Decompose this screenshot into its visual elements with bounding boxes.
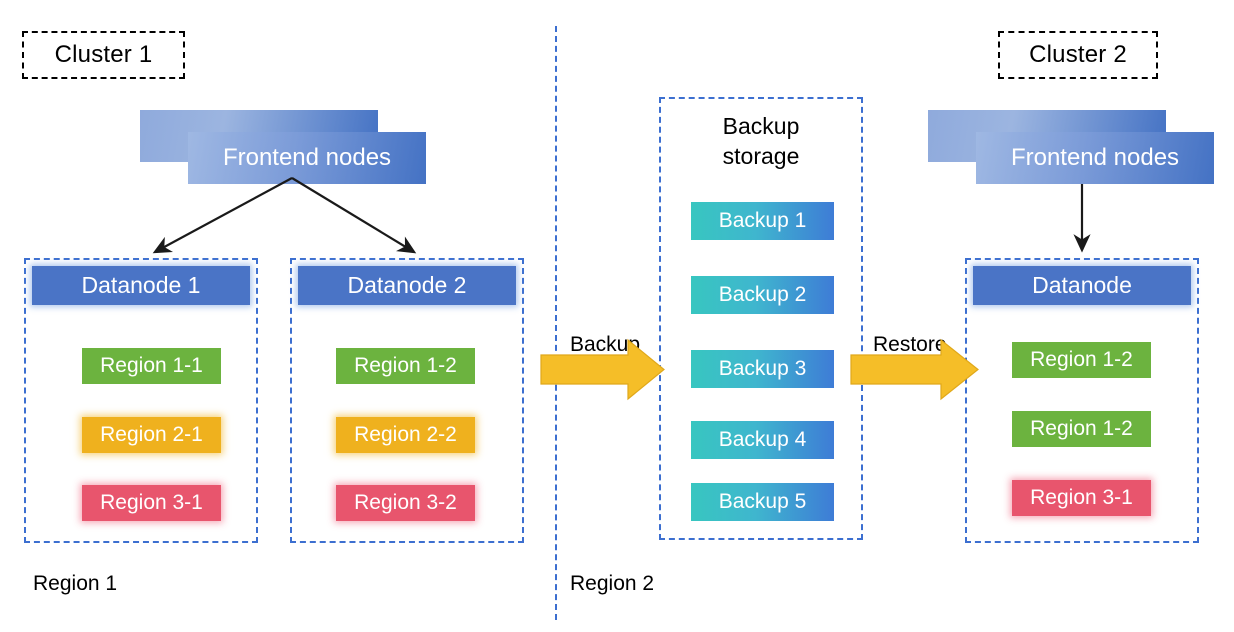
cluster2-datanode-header: Datanode [973, 266, 1191, 305]
datanode-2-region-2[interactable]: Region 2-2 [336, 417, 475, 453]
arrow-frontend-to-datanode-1 [152, 177, 293, 254]
cluster-1-label-box: Cluster 1 [22, 31, 185, 79]
backup-storage-title: Backup storage [661, 111, 861, 171]
region-label: Region 2-2 [354, 423, 457, 446]
cluster2-frontend-label: Frontend nodes [1010, 144, 1180, 171]
backup-item-label: Backup 5 [718, 490, 807, 513]
region-label: Region 1-2 [1030, 348, 1133, 371]
region-divider [555, 26, 557, 620]
datanode-1-container[interactable]: Datanode 1 Region 1-1 Region 2-1 Region … [24, 258, 258, 543]
cluster-2-label: Cluster 2 [1029, 41, 1127, 68]
backup-flow-label: Backup [570, 333, 641, 356]
region-1-label: Region 1 [33, 572, 118, 595]
datanode-1-region-2[interactable]: Region 2-1 [82, 417, 221, 453]
region-label: Region 2-1 [100, 423, 203, 446]
cluster2-datanode-region-3[interactable]: Region 3-1 [1012, 480, 1151, 516]
arrow-frontend-to-datanode-2 [291, 177, 417, 254]
region-label: Region 1-1 [100, 354, 203, 377]
datanode-1-region-1[interactable]: Region 1-1 [82, 348, 221, 384]
restore-flow-label: Restore [873, 333, 947, 356]
cluster2-datanode-region-1[interactable]: Region 1-2 [1012, 342, 1151, 378]
region-label: Region 1-2 [1030, 417, 1133, 440]
backup-item-2[interactable]: Backup 2 [691, 276, 834, 314]
backup-storage-title-line1: Backup [722, 113, 800, 139]
backup-item-label: Backup 4 [718, 428, 807, 451]
backup-item-label: Backup 1 [718, 209, 807, 232]
cluster2-datanode-container[interactable]: Datanode Region 1-2 Region 1-2 Region 3-… [965, 258, 1199, 543]
datanode-2-container[interactable]: Datanode 2 Region 1-2 Region 2-2 Region … [290, 258, 524, 543]
cluster-2-label-box: Cluster 2 [998, 31, 1158, 79]
backup-item-5[interactable]: Backup 5 [691, 483, 834, 521]
region-2-label: Region 2 [570, 572, 655, 595]
backup-item-1[interactable]: Backup 1 [691, 202, 834, 240]
region-label: Region 3-2 [354, 491, 457, 514]
cluster1-frontend-nodes[interactable]: Frontend nodes [140, 110, 426, 184]
cluster1-frontend-label: Frontend nodes [222, 144, 392, 171]
cluster2-datanode-title: Datanode [1032, 272, 1132, 298]
backup-item-4[interactable]: Backup 4 [691, 421, 834, 459]
backup-storage-container[interactable]: Backup storage Backup 1 Backup 2 Backup … [659, 97, 863, 540]
backup-item-label: Backup 3 [718, 357, 807, 380]
backup-item-label: Backup 2 [718, 283, 807, 306]
datanode-1-title: Datanode 1 [81, 272, 201, 298]
datanode-1-region-3[interactable]: Region 3-1 [82, 485, 221, 521]
region-label: Region 1-2 [354, 354, 457, 377]
datanode-2-title: Datanode 2 [347, 272, 467, 298]
cluster2-datanode-region-2[interactable]: Region 1-2 [1012, 411, 1151, 447]
backup-item-3[interactable]: Backup 3 [691, 350, 834, 388]
cluster-1-label: Cluster 1 [54, 41, 153, 68]
frontend-stack-front-card: Frontend nodes [976, 132, 1214, 184]
frontend-stack-front-card: Frontend nodes [188, 132, 426, 184]
datanode-2-region-3[interactable]: Region 3-2 [336, 485, 475, 521]
datanode-2-region-1[interactable]: Region 1-2 [336, 348, 475, 384]
backup-storage-title-line2: storage [722, 143, 800, 169]
region-label: Region 3-1 [100, 491, 203, 514]
region-label: Region 3-1 [1030, 486, 1133, 509]
datanode-1-header: Datanode 1 [32, 266, 250, 305]
datanode-2-header: Datanode 2 [298, 266, 516, 305]
cluster2-frontend-nodes[interactable]: Frontend nodes [928, 110, 1214, 184]
